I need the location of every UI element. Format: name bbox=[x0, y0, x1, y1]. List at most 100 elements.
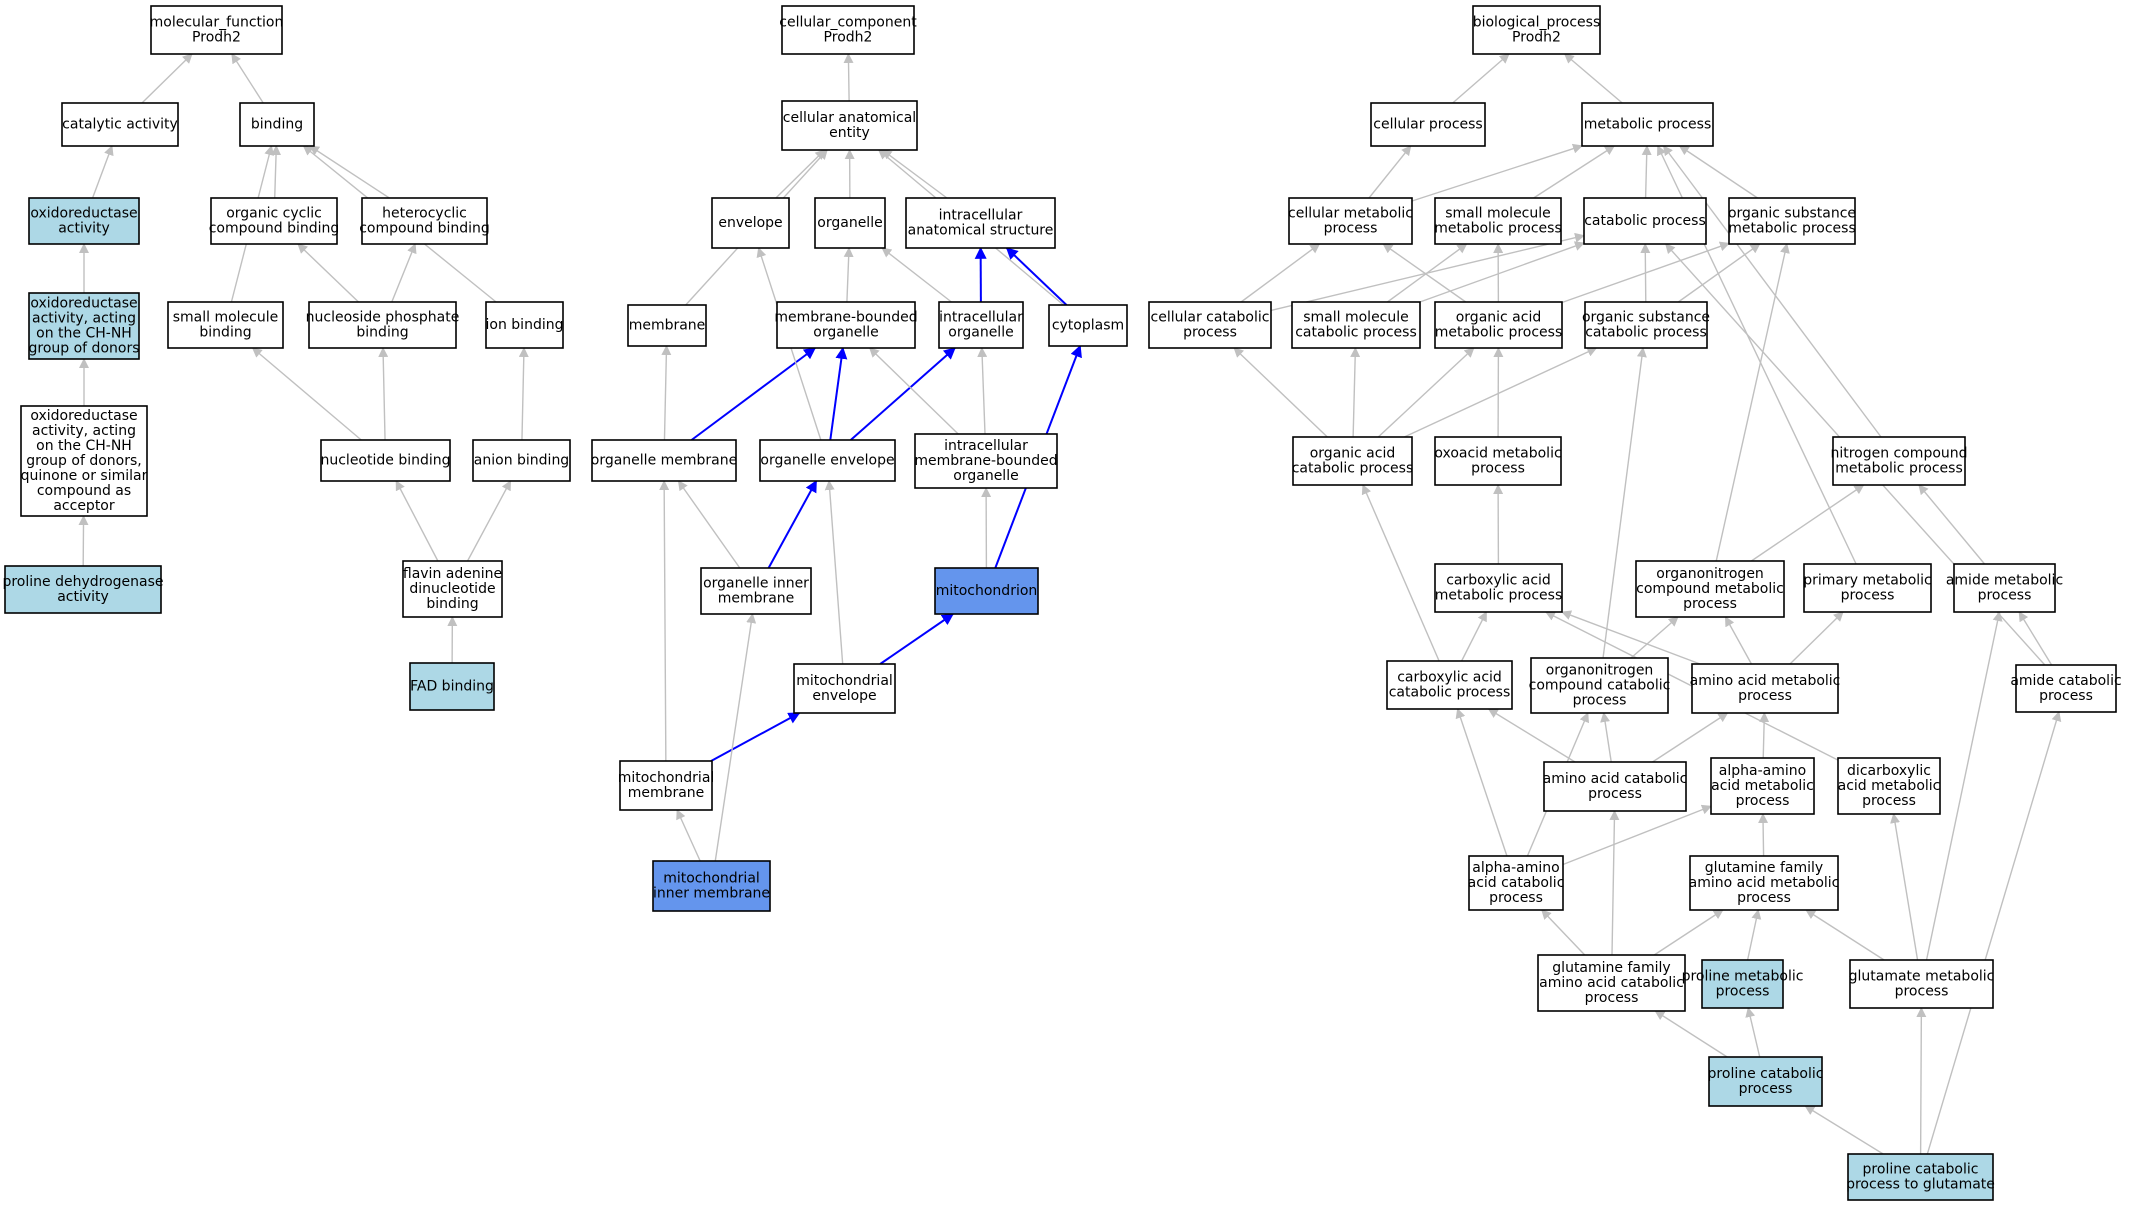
is-a-edge-glump-to-dcamp bbox=[1890, 813, 1919, 961]
go-term-box bbox=[781, 5, 915, 55]
go-term-node-oe[interactable]: organelle envelope bbox=[759, 439, 896, 482]
go-term-label: membrane bbox=[718, 591, 795, 607]
is-a-edge-cmp-to-cp bbox=[1368, 145, 1412, 199]
go-term-node-mem[interactable]: membrane bbox=[627, 304, 707, 347]
go-term-label: alpha-amino bbox=[1472, 860, 1559, 876]
is-a-edge-oim-to-oe bbox=[767, 479, 818, 569]
go-term-node-org[interactable]: organelle bbox=[814, 197, 886, 249]
go-term-node-env[interactable]: envelope bbox=[711, 197, 790, 249]
go-term-node-ionb[interactable]: ion binding bbox=[485, 301, 564, 349]
is-a-edge-prcg-to-prcp bbox=[1804, 1105, 1884, 1155]
go-term-node-anb[interactable]: anion binding bbox=[472, 439, 571, 482]
is-a-edge-npb-to-occ bbox=[297, 243, 359, 303]
go-term-box bbox=[1849, 959, 1994, 1009]
go-term-label: membrane bbox=[628, 785, 705, 801]
go-term-label: proline catabolic bbox=[1863, 1162, 1979, 1178]
go-term-box bbox=[1710, 757, 1815, 815]
is-a-edge-nucb-to-smb bbox=[251, 347, 362, 441]
go-term-label: catabolic process bbox=[1295, 325, 1417, 341]
go-term-node-mito[interactable]: mitochondrion bbox=[934, 567, 1039, 615]
go-term-node-cyto[interactable]: cytoplasm bbox=[1048, 304, 1128, 347]
is-a-edge-smmp-to-mp bbox=[1533, 145, 1616, 199]
go-term-box bbox=[793, 663, 896, 714]
is-a-edge-imbo-to-io bbox=[977, 347, 988, 435]
go-term-node-nucb[interactable]: nucleotide binding bbox=[320, 439, 451, 482]
is-a-edge-acp-to-amp bbox=[2018, 611, 2053, 666]
go-term-box bbox=[308, 301, 457, 349]
go-term-node-fad[interactable]: FAD binding bbox=[409, 662, 495, 711]
go-term-label: compound binding bbox=[359, 221, 490, 237]
go-term-node-catp[interactable]: catabolic process bbox=[1583, 197, 1707, 245]
go-term-label: nucleoside phosphate bbox=[306, 310, 460, 326]
go-term-label: carboxylic acid bbox=[1446, 573, 1551, 589]
go-term-node-bind[interactable]: binding bbox=[239, 102, 315, 147]
is-a-edge-aaamp-to-aamp bbox=[1759, 712, 1770, 759]
go-term-box bbox=[652, 860, 771, 912]
go-term-label: binding bbox=[251, 117, 303, 133]
go-term-label: envelope bbox=[812, 688, 876, 704]
go-term-node-mp[interactable]: metabolic process bbox=[1581, 102, 1714, 147]
go-term-label: cellular_component bbox=[779, 15, 917, 31]
go-term-box bbox=[814, 197, 886, 249]
go-term-box bbox=[150, 5, 283, 55]
go-term-label: mitochondrial bbox=[796, 673, 893, 689]
go-term-node-om[interactable]: organelle membrane bbox=[591, 439, 737, 482]
go-term-label: process bbox=[1183, 325, 1237, 341]
go-term-node-cp[interactable]: cellular process bbox=[1370, 102, 1486, 147]
is-a-edge-imbo-to-mbo bbox=[868, 347, 959, 435]
go-term-box bbox=[1537, 954, 1686, 1012]
go-term-node-cat[interactable]: catalytic activity bbox=[61, 102, 179, 147]
go-term-box bbox=[1048, 304, 1128, 347]
is-a-edge-aaacp-to-cacp bbox=[1455, 708, 1508, 857]
